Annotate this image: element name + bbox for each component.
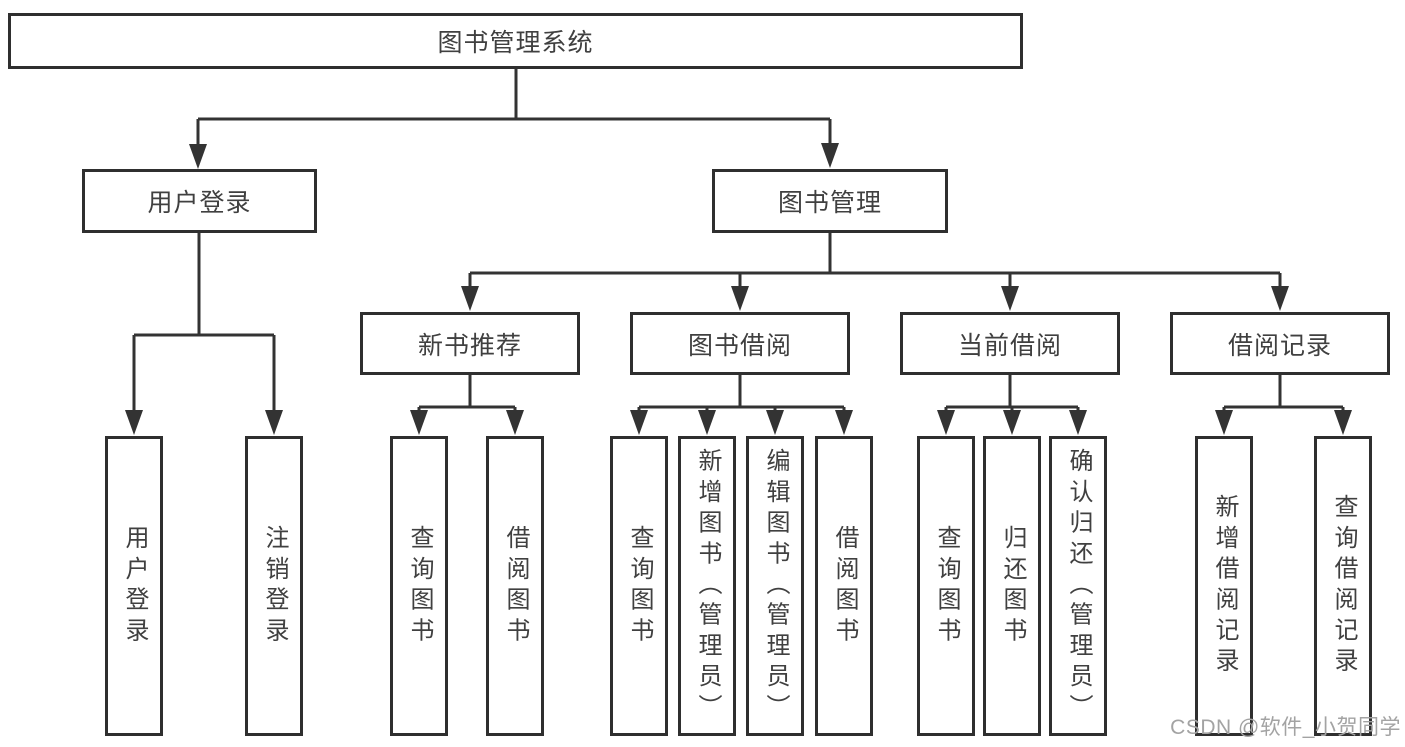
leaf-edit-books-admin: 编辑图书（管理员） <box>746 436 804 736</box>
connector-book-borrow-to-leaves <box>630 375 853 435</box>
node-library-system: 图书管理系统 <box>8 13 1023 69</box>
leaf-borrow-books: 借阅图书 <box>815 436 873 736</box>
node-book-borrow: 图书借阅 <box>630 312 850 375</box>
leaf-return-books: 归还图书 <box>983 436 1041 736</box>
leaf-borrow-books-recommend: 借阅图书 <box>486 436 544 736</box>
leaf-query-borrow-record: 查询借阅记录 <box>1314 436 1372 736</box>
node-borrow-records: 借阅记录 <box>1170 312 1390 375</box>
connector-root-to-level2 <box>189 69 839 169</box>
connector-new-book-recommend-to-leaves <box>410 375 524 435</box>
leaf-confirm-return-admin: 确认归还（管理员） <box>1049 436 1107 736</box>
leaf-add-borrow-record: 新增借阅记录 <box>1195 436 1253 736</box>
node-new-book-recommend: 新书推荐 <box>360 312 580 375</box>
node-user-login: 用户登录 <box>82 169 317 233</box>
leaf-query-books-current: 查询图书 <box>917 436 975 736</box>
leaf-logout: 注销登录 <box>245 436 303 736</box>
connector-borrow-records-to-leaves <box>1215 375 1352 435</box>
leaf-query-books-recommend: 查询图书 <box>390 436 448 736</box>
csdn-watermark: CSDN @软件_小贺同学 <box>1170 716 1401 739</box>
node-book-management: 图书管理 <box>712 169 948 233</box>
connector-user-login-to-leaves <box>125 233 283 435</box>
connector-current-borrow-to-leaves <box>937 375 1087 435</box>
connector-book-management-to-level3 <box>461 233 1289 311</box>
leaf-query-books-borrow: 查询图书 <box>610 436 668 736</box>
node-current-borrow: 当前借阅 <box>900 312 1120 375</box>
leaf-user-login: 用户登录 <box>105 436 163 736</box>
leaf-add-books-admin: 新增图书（管理员） <box>678 436 736 736</box>
